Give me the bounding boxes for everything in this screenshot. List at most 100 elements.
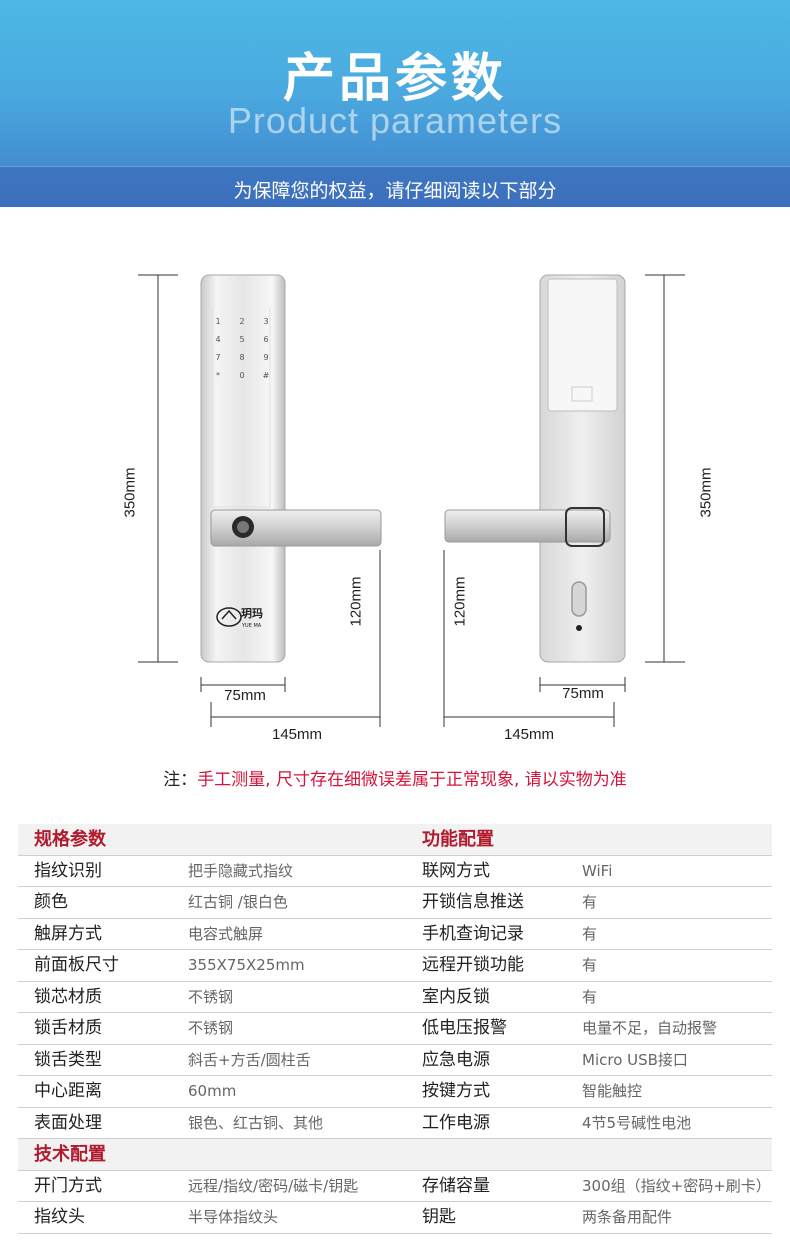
row-value-right: 智能触控 [582,1082,643,1100]
row-value-right: 有 [582,956,598,974]
front-panel-width-dimension [200,677,286,692]
feature-section-title: 功能配置 [422,829,494,850]
row-key-right: 室内反锁 [422,986,490,1007]
tech-section-header-row: 技术配置 [18,1139,772,1171]
front-panel [200,274,286,663]
brand-name-cn: 玥玛 [241,607,263,620]
keypad-key: 1 [215,317,220,326]
row-key-right: 工作电源 [422,1112,490,1133]
front-height-label: 350mm [121,467,139,518]
keypad-key: # [263,371,270,380]
table-row: 开门方式 远程/指纹/密码/磁卡/钥匙 存储容量 300组（指纹+密码+刷卡） [18,1171,772,1202]
row-value-left: 60mm [188,1082,237,1100]
keypad-key: 3 [263,317,268,326]
page-subtitle: Product parameters [227,100,563,141]
row-value-left: 远程/指纹/密码/磁卡/钥匙 [188,1176,359,1195]
row-key-left: 开门方式 [34,1175,102,1196]
back-panel [539,274,626,663]
tech-section-title: 技术配置 [34,1144,106,1165]
row-key-right: 低电压报警 [422,1018,507,1038]
header-band-text: 为保障您的权益，请仔细阅读以下部分 [233,180,557,202]
table-row: 前面板尺寸 355X75X25mm 远程开锁功能 有 [18,950,772,982]
table-row: 锁舌类型 斜舌+方舌/圆柱舌 应急电源 Micro USB接口 [18,1045,772,1076]
front-handle-height-label: 120mm [347,576,365,627]
row-key-left: 指纹识别 [34,860,102,881]
back-total-width-label: 145mm [503,726,555,743]
row-key-left: 表面处理 [34,1112,102,1133]
row-key-left: 指纹头 [34,1207,85,1227]
back-panel-width-dimension [539,677,626,692]
row-key-right: 应急电源 [422,1049,490,1070]
header-banner: 产品参数 Product parameters 为保障您的权益，请仔细阅读以下部… [0,0,790,207]
keypad-key: 7 [215,353,220,362]
table-row: 颜色 红古铜 /银白色 开锁信息推送 有 [18,887,772,919]
section-header-row: 规格参数 功能配置 [18,824,772,856]
row-value-right: 两条备用配件 [582,1208,673,1226]
note-text: 手工测量, 尺寸存在细微误差属于正常现象, 请以实物为准 [197,770,627,790]
row-key-right: 按键方式 [422,1081,490,1101]
table-row: 触屏方式 电容式触屏 手机查询记录 有 [18,919,772,950]
tech-rows: 开门方式 远程/指纹/密码/磁卡/钥匙 存储容量 300组（指纹+密码+刷卡） 指纹头 半… [18,1171,772,1234]
back-height-dimension [645,274,685,663]
keypad-key: 0 [239,371,244,380]
row-value-right: 有 [582,924,598,943]
table-row: 锁芯材质不锈钢室内反锁有 [18,982,772,1013]
row-value-left: 斜舌+方舌/圆柱舌 [188,1050,311,1069]
row-key-left: 中心距离 [34,1081,102,1101]
row-value-left: 半导体指纹头 [188,1208,279,1226]
brand-logo [216,607,242,627]
note-label: 注： [163,770,198,790]
row-value-left: 把手隐藏式指纹 [188,861,294,880]
back-height-label: 350mm [697,467,715,518]
front-total-width-label: 145mm [271,726,323,743]
row-value-right: WiFi [582,861,613,880]
front-panel-width-label: 75mm [224,687,266,704]
row-key-right: 远程开锁功能 [422,955,524,975]
row-value-right: Micro USB接口 [582,1050,688,1069]
page-title: 产品参数 [282,49,507,109]
row-key-right: 联网方式 [422,860,490,881]
row-value-right: 有 [582,987,598,1006]
row-key-right: 存储容量 [422,1175,490,1196]
row-key-left: 锁舌类型 [34,1049,102,1070]
header-band [0,166,790,207]
brand-name-en: YUE MA [241,623,262,629]
row-key-left: 锁舌材质 [34,1018,102,1038]
front-total-width-dimension [210,702,380,727]
row-value-left: 355X75X25mm [188,956,305,974]
back-total-width-dimension [444,702,615,727]
row-key-right: 手机查询记录 [422,923,524,944]
row-key-left: 前面板尺寸 [34,955,119,975]
row-value-right: 电量不足，自动报警 [582,1019,718,1037]
row-key-right: 钥匙 [422,1207,456,1227]
back-panel-width-label: 75mm [562,685,604,702]
keypad-key: * [216,371,220,380]
row-value-left: 红古铜 /银白色 [188,893,288,911]
measurement-note: 注：手工测量, 尺寸存在细微误差属于正常现象, 请以实物为准 [0,765,790,790]
front-height-dimension [138,274,178,663]
row-value-left: 不锈钢 [188,1019,234,1037]
row-key-right: 开锁信息推送 [422,892,524,912]
table-row: 指纹识别 把手隐藏式指纹 联网方式 WiFi [18,856,772,887]
keypad-key: 6 [263,335,268,344]
row-value-right: 4节5号碱性电池 [582,1113,692,1132]
back-handle-height-label: 120mm [451,576,469,627]
row-key-left: 触屏方式 [34,923,102,944]
table-row: 中心距离 60mm 按键方式 智能触控 [18,1076,772,1108]
spec-section-title: 规格参数 [34,829,106,850]
keypad-key: 5 [239,335,244,344]
keypad-key: 9 [263,353,268,362]
row-value-left: 不锈钢 [188,987,234,1006]
row-value-right: 300组（指纹+密码+刷卡） [582,1176,771,1195]
table-row: 锁舌材质 不锈钢 低电压报警 电量不足，自动报警 [18,1013,772,1045]
keypad-key: 2 [239,317,244,326]
back-handle [444,507,611,547]
row-key-left: 颜色 [34,892,68,912]
row-value-left: 电容式触屏 [188,924,264,943]
keypad-key: 4 [215,335,220,344]
front-handle [210,509,382,547]
row-value-right: 有 [582,893,598,911]
